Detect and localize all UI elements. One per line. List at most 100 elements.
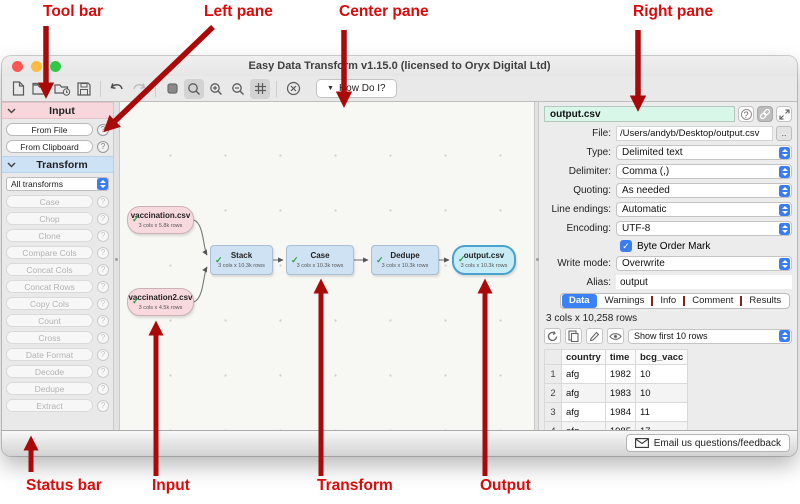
preview-button[interactable] [607, 328, 624, 344]
transform-node-dedupe[interactable]: ✓ Dedupe 3 cols x 10.3k rows [371, 245, 439, 275]
close-window-icon[interactable] [12, 61, 23, 72]
table-row[interactable]: 4 afg 1985 17 [544, 421, 689, 430]
refresh-button[interactable] [544, 328, 561, 344]
new-document-button[interactable] [8, 79, 28, 99]
help-icon[interactable]: ? [97, 229, 109, 242]
input-node-vaccination2[interactable]: ✓ vaccination2.csv 3 cols x 4.5k rows [127, 288, 194, 316]
right-splitter[interactable] [534, 102, 539, 430]
transform-node-case[interactable]: ✓ Case 3 cols x 10.3k rows [286, 245, 354, 275]
link-icon [759, 108, 771, 120]
tab-info[interactable]: Info [660, 295, 677, 306]
save-button[interactable] [74, 79, 94, 99]
table-row[interactable]: 3 afg 1984 11 [544, 402, 689, 422]
transform-clone-button[interactable]: Clone [6, 229, 93, 242]
help-icon[interactable]: ? [97, 331, 109, 344]
column-header-time[interactable]: time [604, 349, 636, 365]
zoom-out-button[interactable] [228, 79, 248, 99]
help-icon[interactable]: ? [97, 263, 109, 276]
tab-data[interactable]: Data [562, 294, 597, 308]
redo-button[interactable] [129, 79, 149, 99]
show-rows-select[interactable]: Show first 10 rows [628, 328, 792, 344]
zoom-window-icon[interactable] [50, 61, 61, 72]
transform-date-format-button[interactable]: Date Format [6, 348, 93, 361]
transform-chop-button[interactable]: Chop [6, 212, 93, 225]
transform-case-button[interactable]: Case [6, 195, 93, 208]
expand-button[interactable] [776, 106, 792, 122]
write-mode-select[interactable]: Overwrite [616, 256, 792, 271]
cancel-button[interactable] [283, 79, 303, 99]
open-recent-button[interactable] [52, 79, 72, 99]
tab-results[interactable]: Results [749, 295, 782, 306]
from-file-button[interactable]: From File [6, 123, 93, 136]
app-window: Easy Data Transform v1.15.0 (licensed to… [2, 56, 797, 456]
transform-concat-cols-button[interactable]: Concat Cols [6, 263, 93, 276]
help-icon[interactable]: ? [97, 348, 109, 361]
transform-count-button[interactable]: Count [6, 314, 93, 327]
help-icon[interactable]: ? [97, 280, 109, 293]
splitter-handle-icon [535, 258, 539, 261]
delimiter-select[interactable]: Comma (,) [616, 164, 792, 179]
help-button[interactable]: ? [738, 106, 754, 122]
frame-button[interactable] [162, 79, 182, 99]
copy-button[interactable] [565, 328, 582, 344]
zoom-in-button[interactable] [206, 79, 226, 99]
help-icon[interactable]: ? [97, 212, 109, 225]
transform-extract-button[interactable]: Extract [6, 399, 93, 412]
column-header-country[interactable]: country [561, 349, 606, 365]
transform-compare-cols-button[interactable]: Compare Cols [6, 246, 93, 259]
transform-filter-select[interactable]: All transforms [6, 177, 109, 191]
input-section-header[interactable]: Input [2, 102, 113, 119]
left-splitter[interactable] [114, 102, 120, 430]
transform-cross-button[interactable]: Cross [6, 331, 93, 344]
browse-file-button[interactable]: .. [776, 126, 792, 141]
tab-comment[interactable]: Comment [692, 295, 734, 306]
transform-decode-button[interactable]: Decode [6, 365, 93, 378]
link-button[interactable] [757, 106, 773, 122]
quoting-select[interactable]: As needed [616, 183, 792, 198]
output-node-output-csv[interactable]: ✓ output.csv 3 cols x 10.3k rows [452, 245, 516, 275]
help-icon[interactable]: ? [97, 246, 109, 259]
transform-copy-cols-button[interactable]: Copy Cols [6, 297, 93, 310]
help-icon[interactable]: ? [97, 399, 109, 412]
undo-button[interactable] [107, 79, 127, 99]
toggle-grid-button[interactable] [250, 78, 270, 99]
open-file-button[interactable] [30, 79, 50, 99]
column-header-bcg-vacc[interactable]: bcg_vacc [634, 349, 689, 365]
email-feedback-button[interactable]: Email us questions/feedback [625, 434, 790, 452]
help-icon[interactable]: ? [97, 365, 109, 378]
write-mode-value: Overwrite [622, 258, 665, 269]
search-button[interactable] [184, 78, 204, 99]
help-icon[interactable]: ? [97, 123, 109, 136]
help-icon[interactable]: ? [97, 314, 109, 327]
node-name-field[interactable]: output.csv [544, 106, 735, 122]
transform-dedupe-button[interactable]: Dedupe [6, 382, 93, 395]
cell-bcg-vacc: 11 [634, 402, 689, 422]
encoding-select[interactable]: UTF-8 [616, 221, 792, 236]
table-row[interactable]: 1 afg 1982 10 [544, 364, 689, 384]
byte-order-mark-checkbox[interactable]: ✓ [620, 240, 632, 252]
help-icon[interactable]: ? [97, 140, 109, 153]
help-icon[interactable]: ? [97, 195, 109, 208]
title-bar[interactable]: Easy Data Transform v1.15.0 (licensed to… [2, 56, 797, 76]
minimize-window-icon[interactable] [31, 61, 42, 72]
from-clipboard-button[interactable]: From Clipboard [6, 140, 93, 153]
edit-button[interactable] [586, 328, 603, 344]
how-do-i-button[interactable]: ▼ How Do I? [316, 79, 397, 98]
center-pane-canvas[interactable]: ✓ vaccination.csv 3 cols x 5.8k rows ✓ v… [120, 102, 534, 430]
line-endings-select[interactable]: Automatic [616, 202, 792, 217]
input-node-vaccination[interactable]: ✓ vaccination.csv 3 cols x 5.8k rows [127, 206, 194, 234]
encoding-label: Encoding: [566, 223, 611, 234]
transform-concat-rows-button[interactable]: Concat Rows [6, 280, 93, 293]
help-icon[interactable]: ? [97, 297, 109, 310]
help-icon[interactable]: ? [97, 382, 109, 395]
node-connectors [193, 219, 450, 303]
type-select[interactable]: Delimited text [616, 145, 792, 160]
row-number: 2 [544, 383, 562, 403]
tab-warnings[interactable]: Warnings [604, 295, 645, 306]
select-stepper-icon [779, 184, 790, 197]
table-row[interactable]: 2 afg 1983 10 [544, 383, 689, 403]
transform-section-header[interactable]: Transform [2, 156, 113, 173]
transform-node-stack[interactable]: ✓ Stack 3 cols x 10.3k rows [210, 245, 273, 275]
cell-country: afg [561, 364, 606, 384]
alias-field[interactable]: output [616, 275, 792, 289]
